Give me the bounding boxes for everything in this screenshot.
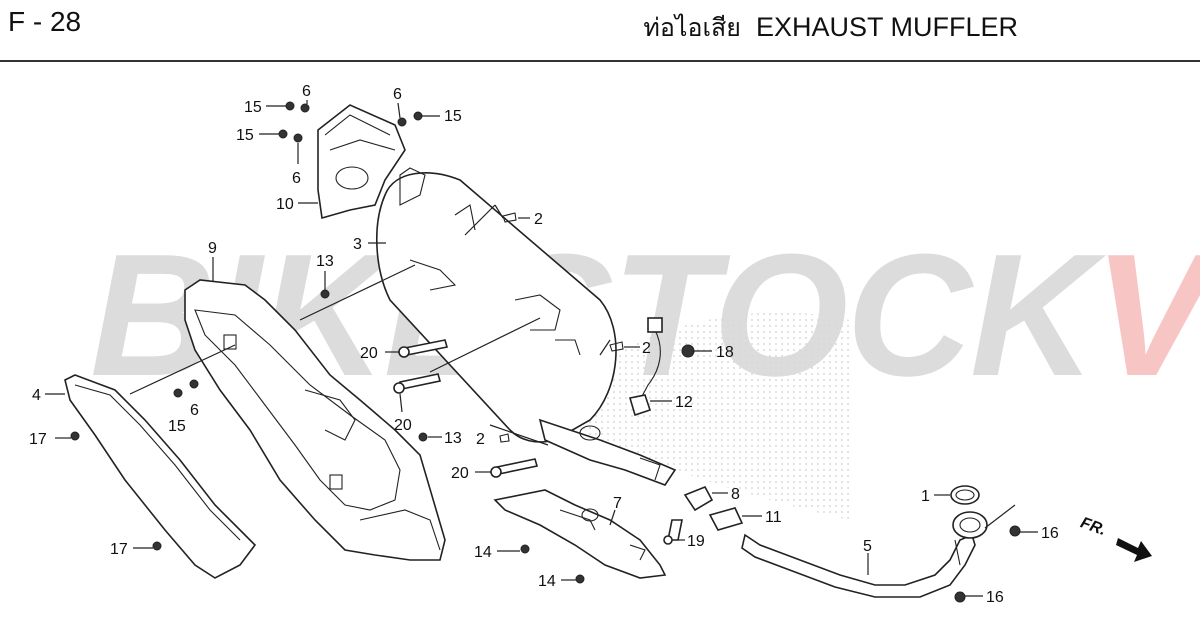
honda-wing-logo bbox=[580, 312, 850, 520]
callout-7: 7 bbox=[613, 495, 622, 512]
header-divider bbox=[0, 60, 1200, 62]
part-9-side-cover bbox=[184, 279, 446, 561]
page-code: F - 28 bbox=[8, 6, 82, 37]
callout-15: 15 bbox=[168, 418, 186, 435]
callout-13: 13 bbox=[316, 253, 334, 270]
callout-2: 2 bbox=[476, 431, 485, 448]
part-10-heat-guard-upper bbox=[317, 104, 406, 220]
callout-20: 20 bbox=[360, 345, 378, 362]
page-title: ท่อไอเสีย EXHAUST MUFFLER bbox=[643, 8, 1018, 48]
part-8-clamp bbox=[683, 485, 714, 512]
callout-6: 6 bbox=[190, 402, 199, 419]
part-5-exhaust-pipe bbox=[741, 511, 988, 598]
callout-19: 19 bbox=[687, 533, 705, 550]
callout-20: 20 bbox=[394, 417, 412, 434]
front-direction-arrow: FR. bbox=[1078, 514, 1152, 562]
callout-6: 6 bbox=[302, 83, 311, 100]
callout-16: 16 bbox=[986, 589, 1004, 606]
callout-9: 9 bbox=[208, 240, 217, 257]
page-title-english: EXHAUST MUFFLER bbox=[755, 12, 1018, 42]
part-11-gasket-band bbox=[708, 507, 744, 531]
bolts-20 bbox=[393, 339, 539, 478]
callout-12: 12 bbox=[675, 394, 693, 411]
callout-15: 15 bbox=[236, 127, 254, 144]
callout-4: 4 bbox=[32, 387, 41, 404]
part-4-inner-guard bbox=[64, 374, 257, 579]
fasteners bbox=[70, 101, 1021, 603]
callout-20: 20 bbox=[451, 465, 469, 482]
page-title-thai: ท่อไอเสีย bbox=[643, 13, 741, 42]
callout-17: 17 bbox=[29, 431, 47, 448]
fr-label: FR. bbox=[1078, 514, 1108, 539]
callout-14: 14 bbox=[538, 573, 556, 590]
callout-8: 8 bbox=[731, 486, 740, 503]
callout-15: 15 bbox=[444, 108, 462, 125]
callout-1: 1 bbox=[921, 488, 930, 505]
callout-15: 15 bbox=[244, 99, 262, 116]
callout-10: 10 bbox=[276, 196, 294, 213]
bolt-19 bbox=[663, 519, 683, 545]
part-3-muffler bbox=[376, 167, 677, 486]
callout-2: 2 bbox=[534, 211, 543, 228]
leader-lines bbox=[45, 100, 1038, 597]
callout-2: 2 bbox=[642, 340, 651, 357]
callout-3: 3 bbox=[353, 236, 362, 253]
callout-17: 17 bbox=[110, 541, 128, 558]
callout-6: 6 bbox=[393, 86, 402, 103]
callout-numbers: 15 6 6 15 15 6 10 2 3 9 13 20 2 18 4 15 … bbox=[29, 83, 1059, 606]
callout-5: 5 bbox=[863, 538, 872, 555]
callout-14: 14 bbox=[474, 544, 492, 561]
watermark-vn: VN bbox=[1093, 217, 1200, 412]
part-7-heat-guard-lower bbox=[493, 489, 667, 579]
callout-11: 11 bbox=[765, 509, 782, 526]
callout-6: 6 bbox=[292, 170, 301, 187]
callout-16: 16 bbox=[1041, 525, 1059, 542]
callout-13: 13 bbox=[444, 430, 462, 447]
part-12-o2-sensor bbox=[628, 317, 663, 417]
part-1-gasket bbox=[950, 485, 980, 505]
callout-18: 18 bbox=[716, 344, 734, 361]
